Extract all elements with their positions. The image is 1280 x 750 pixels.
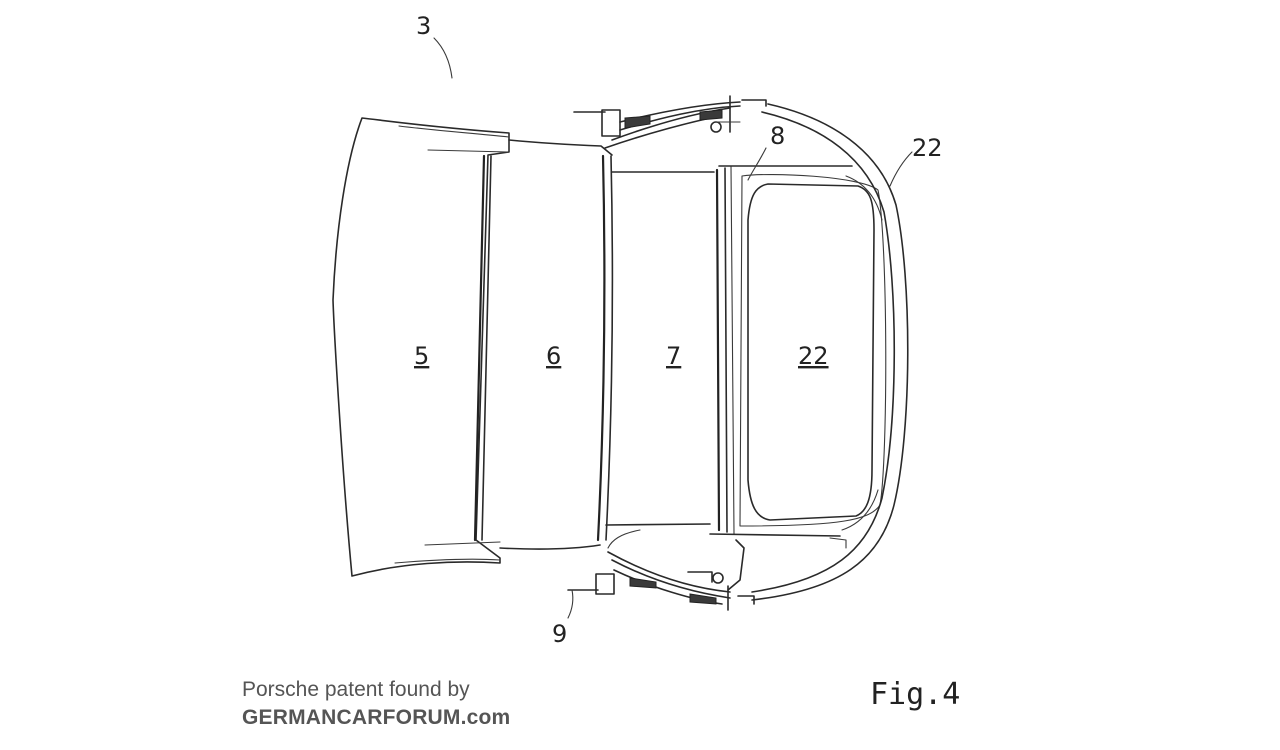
ref-3: 3	[416, 12, 431, 40]
label-rear-window-22: 22	[798, 342, 829, 370]
lower-linkage	[567, 529, 847, 611]
bow-6-7	[596, 154, 614, 542]
leader-9	[567, 589, 574, 619]
roof-panel-6	[499, 139, 613, 550]
frame-bow-8	[709, 165, 853, 537]
leader-3	[433, 37, 453, 79]
credit-line-2: GERMANCARFORUM.com	[242, 706, 511, 729]
roof-panel-7	[605, 171, 715, 526]
ref-22-bow: 22	[912, 134, 943, 162]
label-panel-7: 7	[666, 342, 681, 370]
credit-block: Porsche patent found by GERMANCARFORUM.c…	[242, 676, 510, 732]
rear-bow-22	[751, 103, 909, 601]
ref-9: 9	[552, 620, 567, 648]
label-panel-5: 5	[414, 342, 429, 370]
leader-22-bow	[889, 151, 913, 187]
ref-8: 8	[770, 122, 785, 150]
roof-panel-5	[332, 117, 510, 577]
rear-window-22	[739, 173, 887, 527]
label-panel-6: 6	[546, 342, 561, 370]
figure-label: Fig.4	[870, 677, 960, 712]
bow-5-6	[424, 149, 509, 546]
leader-8	[747, 147, 767, 181]
credit-line-1: Porsche patent found by	[242, 678, 470, 701]
upper-linkage	[573, 95, 767, 149]
